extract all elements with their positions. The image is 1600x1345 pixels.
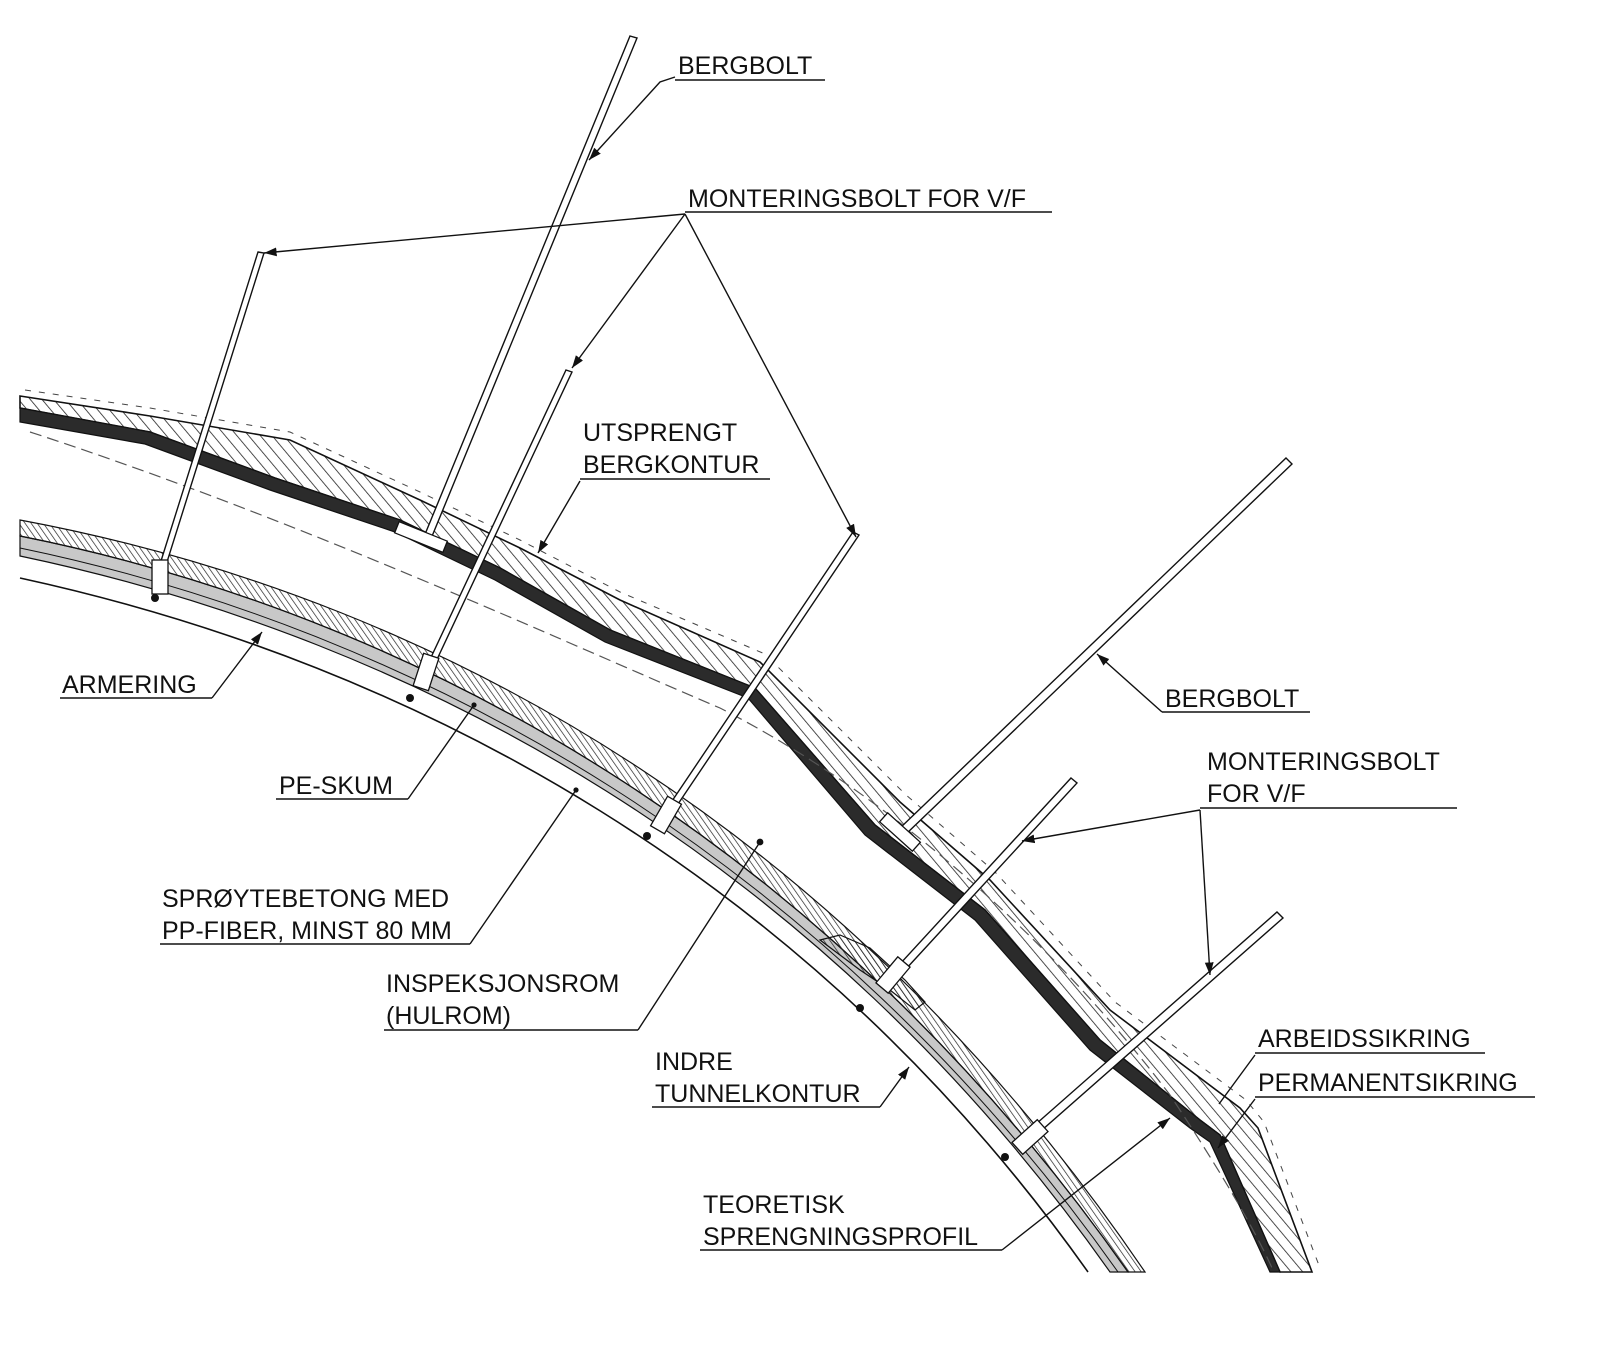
anchor-plates xyxy=(151,559,1049,1156)
dot-marker-icon xyxy=(151,594,1009,1161)
arrowhead-icon xyxy=(588,76,676,161)
rock-surface-ticks xyxy=(24,389,1321,1269)
arrowhead-icon xyxy=(211,631,263,699)
indre-tunnelkontur-line xyxy=(19,577,1089,1273)
label-monteringsbolt-right-line1: MONTERINGSBOLT xyxy=(1207,748,1440,776)
label-bergbolt-right: BERGBOLT xyxy=(1165,685,1299,713)
monteringsbolt-1 xyxy=(160,251,265,563)
dot-marker-icon xyxy=(573,787,579,793)
label-monteringsbolt-right-line2: FOR V/F xyxy=(1207,780,1306,808)
label-teoretisk-line1: TEORETISK xyxy=(703,1191,845,1219)
arrowhead-icon xyxy=(1096,653,1163,713)
arrowhead-icon xyxy=(537,480,581,554)
arrowhead-icon xyxy=(879,1066,910,1108)
arrowhead-icon xyxy=(1217,1098,1256,1149)
label-arbeidssikring: ARBEIDSSIKRING xyxy=(1258,1025,1471,1053)
leader-lines xyxy=(60,76,1535,1251)
bergbolt-right xyxy=(897,457,1294,836)
labels: BERGBOLT MONTERINGSBOLT FOR V/F UTSPRENG… xyxy=(62,52,1518,1251)
label-inspeksjonsrom-line2: (HULROM) xyxy=(386,1002,511,1030)
label-indre-line1: INDRE xyxy=(655,1048,733,1076)
armering-line xyxy=(19,547,1119,1273)
lining-local-thickening xyxy=(818,934,926,1011)
dot-marker-icon xyxy=(471,702,477,708)
label-permanentsikring: PERMANENTSIKRING xyxy=(1258,1069,1518,1097)
label-utsprengt-line1: UTSPRENGT xyxy=(583,419,737,447)
arrowhead-icon xyxy=(571,213,686,369)
bergbolt-top-plate xyxy=(393,520,449,554)
label-utsprengt-line2: BERGKONTUR xyxy=(583,451,759,479)
arrowhead-icon xyxy=(1021,809,1201,844)
label-inspeksjonsrom-line1: INSPEKSJONSROM xyxy=(386,970,619,998)
label-teoretisk-line2: SPRENGNINGSPROFIL xyxy=(703,1223,978,1251)
label-bergbolt-top: BERGBOLT xyxy=(678,52,812,80)
bergbolt-right-plate xyxy=(878,811,922,853)
label-armering: ARMERING xyxy=(62,671,197,699)
label-indre-line2: TUNNELKONTUR xyxy=(655,1080,861,1108)
arrowhead-icon xyxy=(1199,809,1214,976)
dot-marker-icon xyxy=(756,838,764,846)
teoretisk-sprengningsprofil-line xyxy=(29,431,1273,1269)
arbeidssikring-layer xyxy=(19,395,1314,1273)
permanentsikring-layer xyxy=(19,407,1281,1273)
label-sproytebetong-line2: PP-FIBER, MINST 80 MM xyxy=(162,917,452,945)
arrowhead-icon xyxy=(684,213,857,538)
arrowhead-icon xyxy=(263,213,686,257)
arrowhead-icon xyxy=(1001,1117,1171,1251)
label-pe-skum: PE-SKUM xyxy=(279,772,393,800)
label-sproytebetong-line1: SPRØYTEBETONG MED xyxy=(162,885,449,913)
label-monteringsbolt-top: MONTERINGSBOLT FOR V/F xyxy=(688,185,1026,213)
bolts xyxy=(151,35,1294,1161)
